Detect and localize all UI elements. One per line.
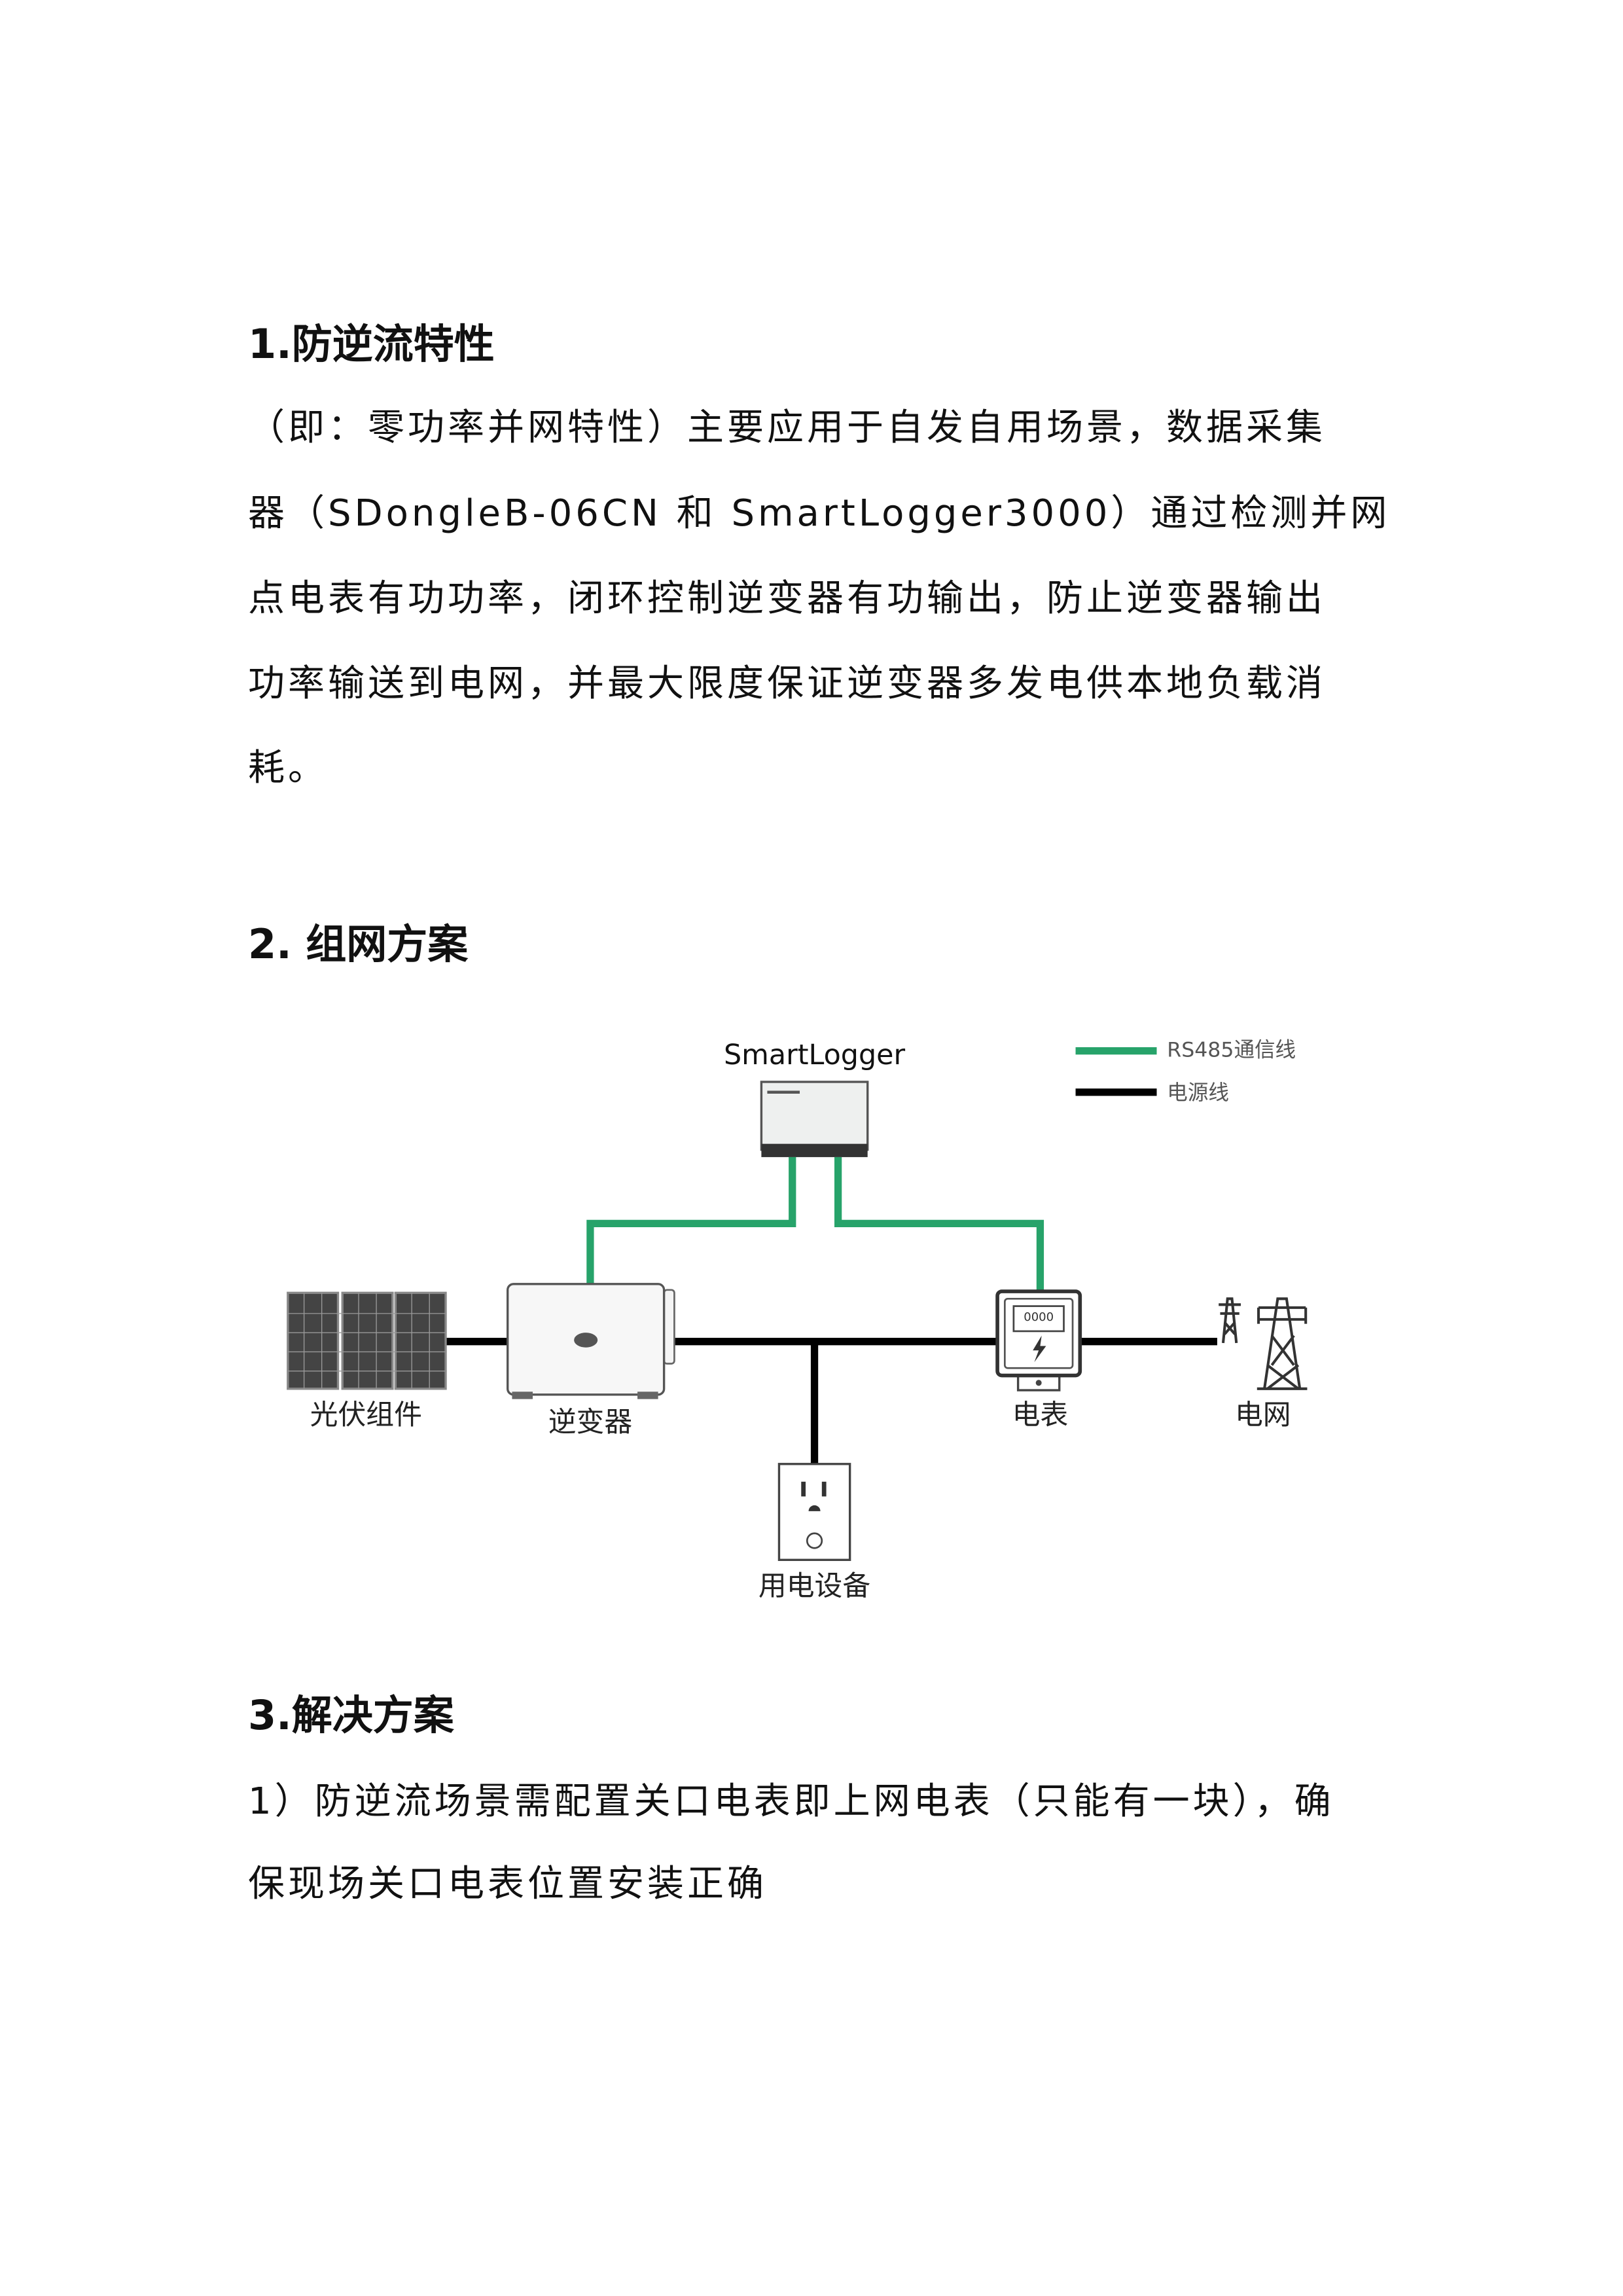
paragraph-line: 耗。 (248, 747, 328, 789)
rs485-cables (586, 1157, 1044, 1292)
power-cables (446, 1338, 1217, 1464)
inverter-icon (506, 1283, 675, 1399)
paragraph-line: 保现场关口电表位置安装正确 (248, 1863, 767, 1905)
network-diagram: SmartLogger RS485通信线 电源线 (287, 1039, 1308, 1602)
smartlogger-device (760, 1081, 869, 1157)
meter-label: 电表 (1012, 1399, 1069, 1431)
inverter-label: 逆变器 (548, 1406, 632, 1439)
section3-heading: 3.解决方案 (248, 1691, 454, 1739)
grid-label: 电网 (1235, 1399, 1291, 1431)
paragraph-line: 点电表有功功率，闭环控制逆变器有功输出，防止逆变器输出 (248, 577, 1326, 620)
load-label: 用电设备 (758, 1570, 870, 1602)
meter-icon: 0000 (995, 1289, 1082, 1391)
outlet-icon (777, 1463, 851, 1562)
legend-rs485-label: RS485通信线 (1167, 1039, 1296, 1062)
pv-label: 光伏组件 (310, 1399, 422, 1431)
section1-heading: 1.防逆流特性 (248, 320, 495, 368)
paragraph-line: 1）防逆流场景需配置关口电表即上网电表（只能有一块），确 (248, 1780, 1334, 1823)
paragraph-line: 器（SDongleB-06CN 和 SmartLogger3000）通过检测并网 (248, 492, 1391, 535)
legend-power-label: 电源线 (1167, 1081, 1229, 1105)
legend: RS485通信线 电源线 (1075, 1039, 1296, 1105)
paragraph-line: 功率输送到电网，并最大限度保证逆变器多发电供本地负载消 (248, 662, 1326, 705)
pv-modules-icon (287, 1291, 447, 1390)
meter-display: 0000 (1024, 1310, 1054, 1324)
grid-tower-icon (1219, 1297, 1308, 1390)
smartlogger-label: SmartLogger (724, 1039, 905, 1071)
paragraph-line: （即：零功率并网特性）主要应用于自发自用场景，数据采集 (248, 406, 1326, 449)
section2-heading: 2. 组网方案 (248, 920, 469, 968)
